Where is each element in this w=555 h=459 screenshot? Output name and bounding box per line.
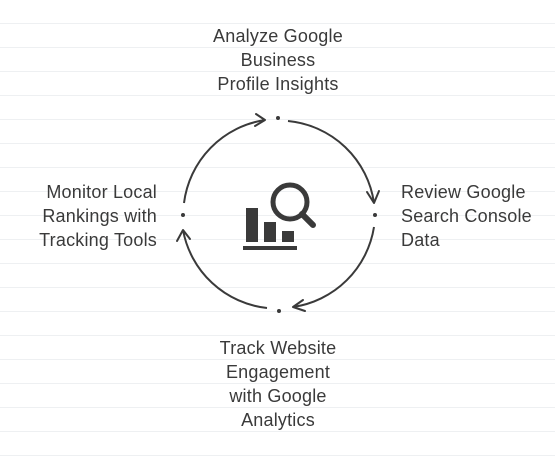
step-left-line-1: Monitor Local [46,182,157,202]
step-label-right: Review Google Search Console Data [401,180,532,252]
dot-left [181,213,185,217]
step-left-line-3: Tracking Tools [39,230,157,250]
arc-top-right [287,120,375,204]
step-right-line-3: Data [401,230,440,250]
step-top-line-1: Analyze Google [213,26,343,46]
arc-right-bottom [292,226,375,308]
step-label-bottom: Track Website Engagement with Google Ana… [178,336,378,432]
arrowhead-top [254,113,266,127]
arrowhead-left [176,229,191,242]
arc-bottom-left [182,229,268,309]
arrowhead-right [366,190,380,204]
step-left-line-2: Rankings with [42,206,157,226]
analytics-magnifier-icon [243,182,316,250]
step-bottom-line-3: with Google [229,386,327,406]
step-label-left: Monitor Local Rankings with Tracking Too… [12,180,157,252]
step-top-line-3: Profile Insights [217,74,339,94]
dot-bottom [277,309,281,313]
step-bottom-line-1: Track Website [219,338,337,358]
step-top-line-2: Business [240,50,316,70]
arc-left-top [183,119,266,204]
step-label-top: Analyze Google Business Profile Insights [178,24,378,96]
step-bottom-line-2: Engagement [225,362,331,382]
step-right-line-2: Search Console [401,206,532,226]
arrowhead-bottom [292,299,306,312]
step-bottom-line-4: Analytics [241,410,315,430]
dot-right [373,213,377,217]
step-right-line-1: Review Google [401,182,526,202]
dot-top [276,116,280,120]
